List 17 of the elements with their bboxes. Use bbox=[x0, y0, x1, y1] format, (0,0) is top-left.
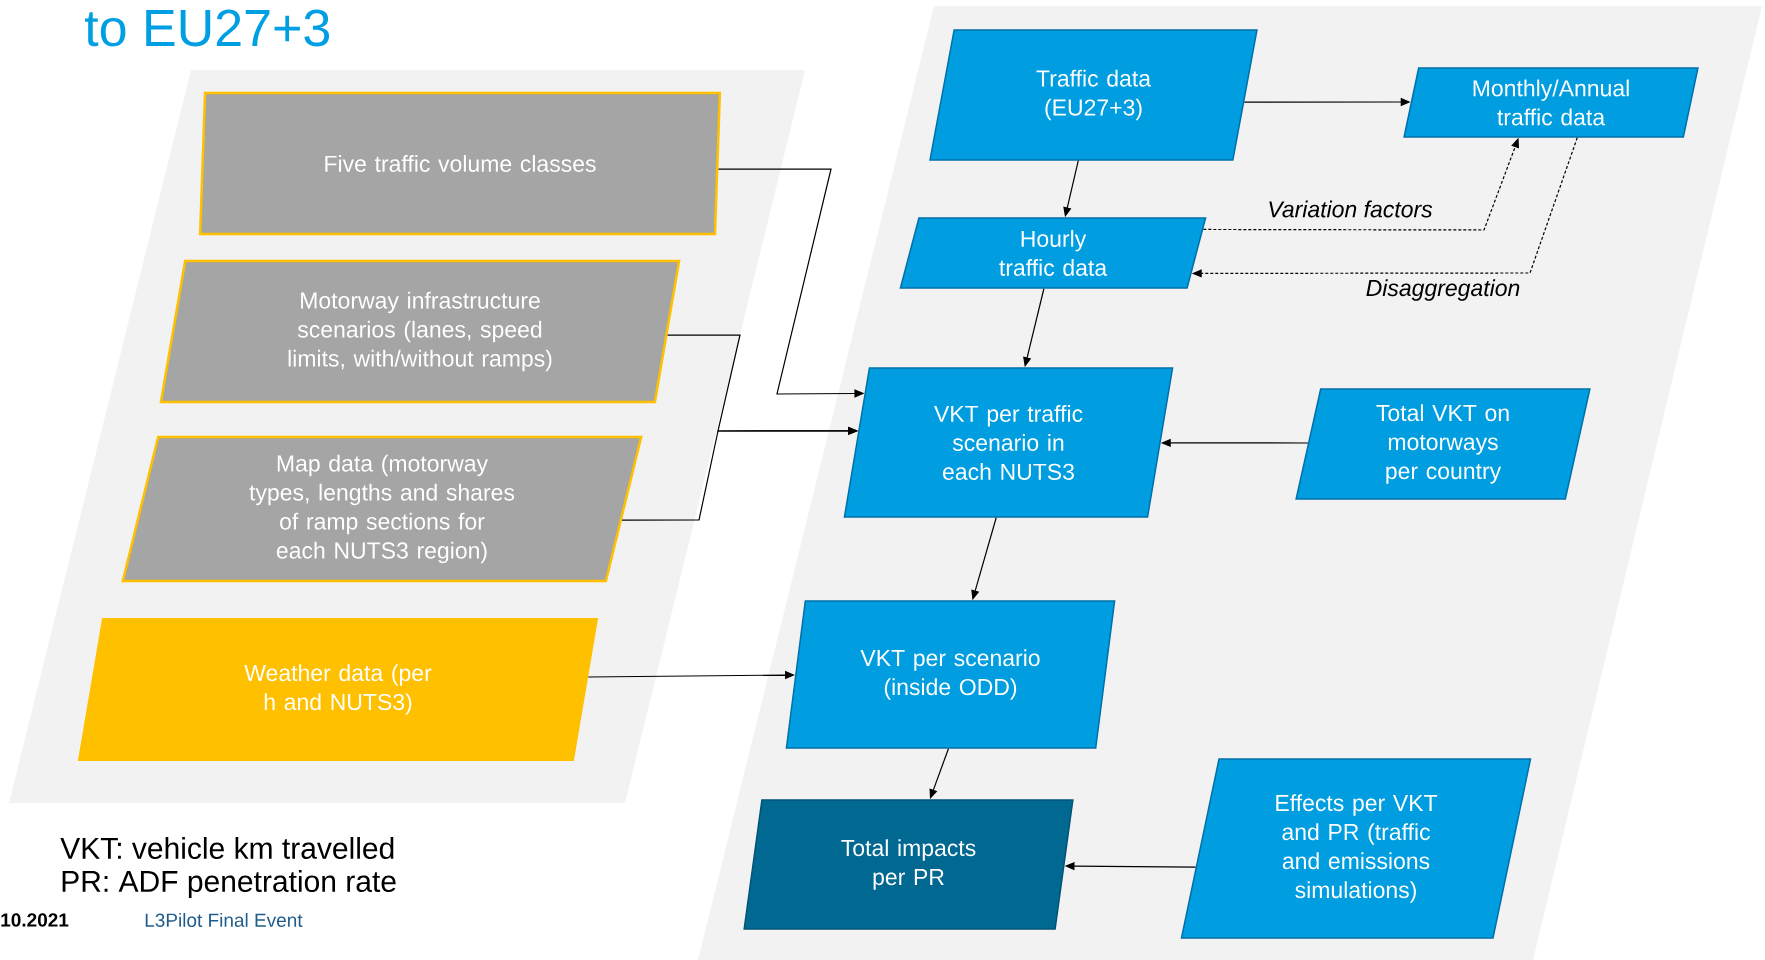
date-text: 10.2021 bbox=[1, 913, 69, 927]
legend-text: VKT: vehicle km travelled bbox=[60, 836, 394, 859]
edge-label: Disaggregation bbox=[1364, 278, 1522, 302]
parallelogram-box: Total impacts per PR bbox=[743, 799, 1074, 930]
parallelogram-box: Weather data (per h and NUTS3) bbox=[77, 618, 599, 761]
parallelogram-box: Traffic data (EU27+3) bbox=[929, 29, 1258, 161]
footer-text: L3Pilot Final Event bbox=[145, 913, 303, 927]
parallelogram-box: Motorway infrastructure scenarios (lanes, speed limits, with/without ramps) bbox=[159, 259, 681, 404]
parallelogram-box: Hourly traffic data bbox=[899, 217, 1207, 289]
parallelogram-box: Total VKT on motorways per country bbox=[1295, 388, 1591, 500]
parallelogram-box: Monthly/Annual traffic data bbox=[1403, 67, 1699, 138]
parallelogram-box: Five traffic volume classes bbox=[198, 91, 722, 236]
title: to EU27+3 bbox=[85, 9, 330, 47]
parallelogram-box: Map data (motorway types, lengths and shares of ramp sections for each NUTS3 region) bbox=[121, 435, 643, 583]
parallelogram-box: VKT per scenario (inside ODD) bbox=[785, 600, 1116, 749]
legend-text: PR: ADF penetration rate bbox=[62, 870, 396, 898]
parallelogram-box: VKT per traffic scenario in each NUTS3 bbox=[843, 367, 1174, 518]
